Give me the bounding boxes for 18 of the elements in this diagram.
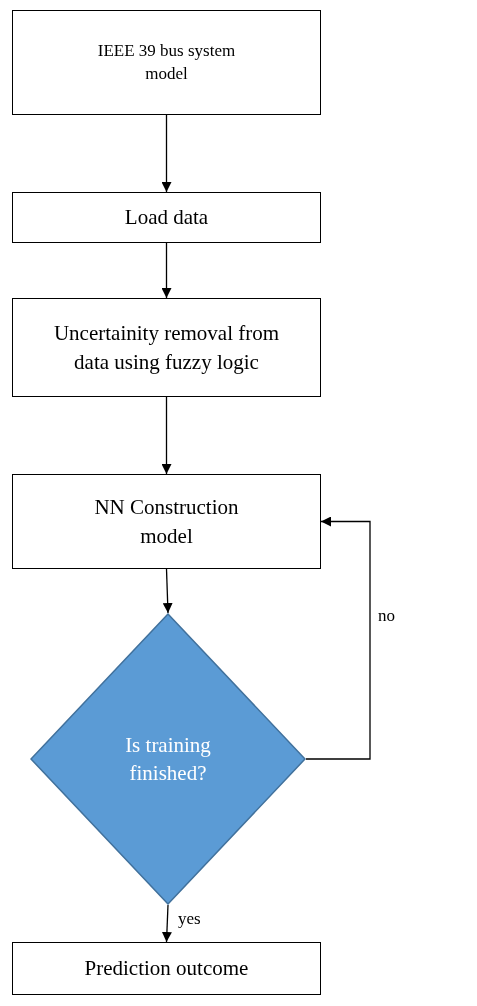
arrow	[161, 242, 172, 299]
decision-diamond	[30, 613, 306, 905]
node-label: Load data	[123, 204, 210, 232]
arrow	[161, 904, 172, 943]
arrow	[162, 568, 173, 614]
node-label: IEEE 39 bus system model	[96, 39, 237, 85]
process-box	[12, 192, 321, 243]
arrow	[161, 396, 172, 475]
node-label: NN Construction model	[93, 494, 240, 550]
arrow	[161, 114, 172, 193]
process-box	[12, 942, 321, 995]
node-label: Is training finished?	[124, 731, 212, 787]
process-box	[12, 474, 321, 569]
process-box	[12, 298, 321, 397]
node-label: Prediction outcome	[83, 955, 250, 983]
node-label: Uncertainity removal from data using fuzzy logic	[52, 320, 281, 376]
arrow	[305, 516, 371, 760]
process-box	[12, 10, 321, 115]
